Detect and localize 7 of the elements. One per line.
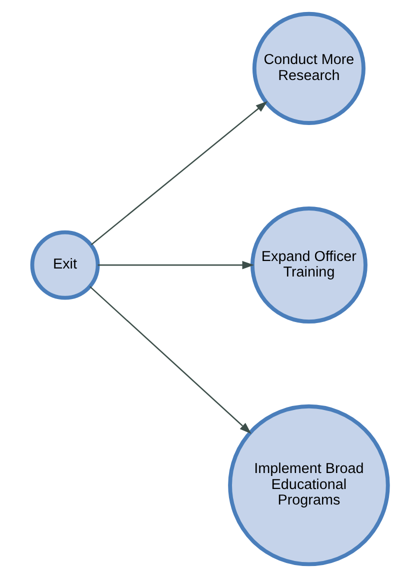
arrow xyxy=(98,260,254,270)
arrow xyxy=(89,286,252,434)
node-circle: Exit xyxy=(30,230,100,300)
node-circle: Conduct More Research xyxy=(252,12,366,125)
node-circle: Expand Officer Training xyxy=(250,206,368,324)
arrow xyxy=(90,101,268,246)
node-circle: Implement Broad Educational Programs xyxy=(228,404,390,566)
